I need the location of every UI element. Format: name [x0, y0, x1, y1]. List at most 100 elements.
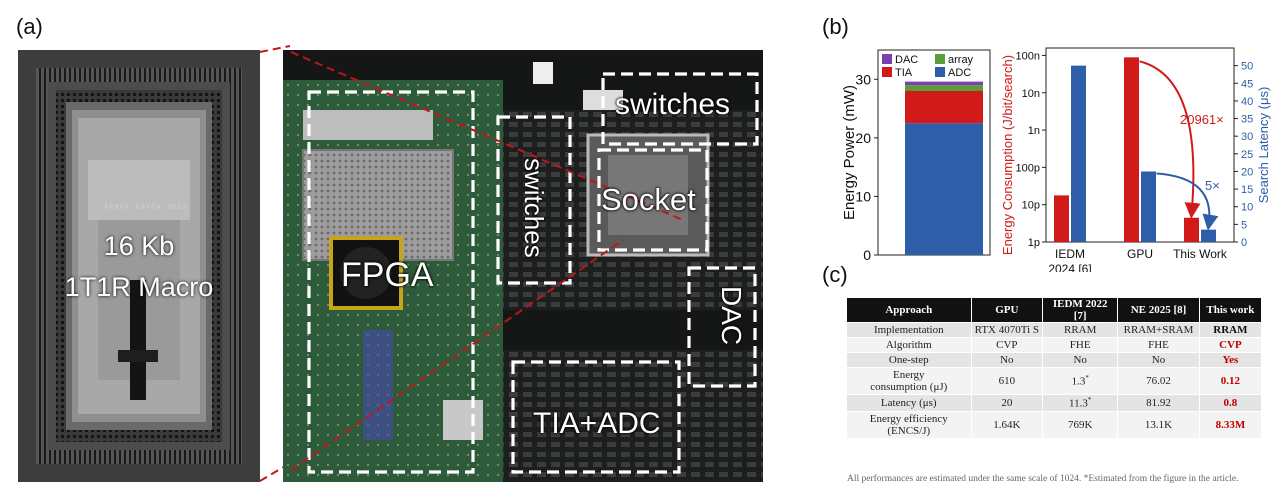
chip-die-photo: ARRAY 64X64 2023 16 Kb 1T1R Macro — [18, 50, 260, 482]
y2-tick-label: 0 — [1241, 237, 1247, 249]
x-tick-label: 2024 [6] — [1048, 262, 1091, 272]
y-tick-label: 1n — [1028, 125, 1040, 137]
y2-tick-label: 5 — [1241, 219, 1247, 231]
x-tick-label: IEDM — [1055, 247, 1085, 261]
label-fpga: FPGA — [341, 256, 434, 294]
y-tick-label: 100p — [1016, 162, 1040, 174]
legend-swatch-array — [935, 54, 945, 64]
label-switches-left: switches — [519, 158, 549, 258]
table-cell: 11.3* — [1042, 394, 1119, 412]
table-row-label: Latency (μs) — [847, 394, 972, 412]
y-axis-label: Energy Power (mW) — [841, 85, 858, 220]
table-header-cell: GPU — [971, 298, 1044, 323]
y2-tick-label: 15 — [1241, 184, 1253, 196]
y2-tick-label: 45 — [1241, 78, 1253, 90]
bar-segment-tia — [905, 91, 983, 124]
table-footnote: All performances are estimated under the… — [847, 474, 1239, 484]
table-header-cell: This work — [1199, 298, 1263, 323]
table-cell: CVP — [1199, 337, 1263, 353]
table-cell: 0.8 — [1199, 394, 1263, 412]
y-tick-label: 10p — [1022, 200, 1040, 212]
table-cell: RTX 4070Ti S — [971, 322, 1044, 338]
y2-tick-label: 20 — [1241, 166, 1253, 178]
table-cell: RRAM — [1042, 322, 1119, 338]
plot-frame — [1045, 47, 1235, 243]
panel-label-c: (c) — [822, 262, 848, 287]
legend-label-array: array — [948, 54, 974, 66]
legend-swatch-adc — [935, 67, 945, 77]
label-socket: Socket — [601, 182, 696, 217]
label-dac: DAC — [716, 286, 747, 346]
arrow-latency-reduction — [1156, 172, 1219, 231]
y-axis-label: Energy Consumption (J/bit/search) — [1000, 55, 1015, 255]
x-tick-label: This Work — [1173, 247, 1228, 261]
pcb-board-photo: FPGA switches switches Socket DAC TIA+AD… — [283, 50, 763, 482]
table-header-cell: Approach — [847, 298, 972, 323]
table-row-label: One-step — [847, 352, 972, 368]
panel-label-a: (a) — [16, 14, 43, 39]
table-cell: Yes — [1199, 352, 1263, 368]
table-cell: RRAM+SRAM — [1117, 322, 1200, 338]
y-tick-label: 10 — [855, 188, 871, 204]
bar-latency — [1071, 65, 1086, 242]
y2-tick-label: 10 — [1241, 202, 1253, 214]
chip-marking: ARRAY 64X64 2023 — [104, 203, 188, 211]
annotation-latency: 5× — [1205, 178, 1220, 193]
table-cell: 769K — [1042, 410, 1119, 438]
bar-energy — [1054, 195, 1069, 242]
table-cell: 76.02 — [1117, 367, 1200, 395]
legend-swatch-dac — [882, 54, 892, 64]
table-header-cell: NE 2025 [8] — [1117, 298, 1200, 323]
table-cell: CVP — [971, 337, 1044, 353]
table-cell: No — [1042, 352, 1119, 368]
table-cell: FHE — [1042, 337, 1119, 353]
chip-title-macro: 1T1R Macro — [64, 272, 214, 302]
y-tick-label: 20 — [855, 130, 871, 146]
table-cell: 1.3* — [1042, 367, 1119, 395]
y2-tick-label: 40 — [1241, 96, 1253, 108]
y2-axis-label: Search Latency (μs) — [1256, 87, 1271, 204]
table-cell: FHE — [1117, 337, 1200, 353]
table-cell: 20 — [971, 394, 1044, 412]
bar-segment-adc — [905, 123, 983, 255]
legend-swatch-tia — [882, 67, 892, 77]
bar-segment-dac — [905, 81, 983, 86]
table-cell: 1.64K — [971, 410, 1044, 438]
legend-label-tia: TIA — [895, 67, 913, 79]
table-row-label: Algorithm — [847, 337, 972, 353]
bar-energy — [1124, 57, 1139, 243]
annotation-energy: 20961× — [1180, 112, 1224, 127]
table-cell: 8.33M — [1199, 410, 1263, 438]
label-switches-top: switches — [615, 88, 731, 121]
table-cell: 81.92 — [1117, 394, 1200, 412]
table-cell: 0.12 — [1199, 367, 1263, 395]
y-tick-label: 0 — [863, 247, 871, 263]
y2-tick-label: 35 — [1241, 114, 1253, 126]
panel-label-b: (b) — [822, 14, 849, 39]
table-cell: No — [971, 352, 1044, 368]
y2-tick-label: 25 — [1241, 149, 1253, 161]
y-tick-label: 100n — [1016, 50, 1040, 62]
y2-tick-label: 30 — [1241, 131, 1253, 143]
y2-tick-label: 50 — [1241, 61, 1253, 73]
legend-label-adc: ADC — [948, 67, 971, 79]
bar-segment-array — [905, 85, 983, 91]
bar-latency — [1201, 229, 1216, 242]
y-tick-label: 1p — [1028, 237, 1040, 249]
pcb-drawing — [283, 50, 763, 482]
chip-die-drawing — [18, 50, 260, 482]
label-tia-adc: TIA+ADC — [533, 407, 661, 440]
y-tick-label: 30 — [855, 71, 871, 87]
bar-energy — [1184, 217, 1199, 242]
y-tick-label: 10n — [1022, 88, 1040, 100]
legend-label-dac: DAC — [895, 54, 918, 66]
